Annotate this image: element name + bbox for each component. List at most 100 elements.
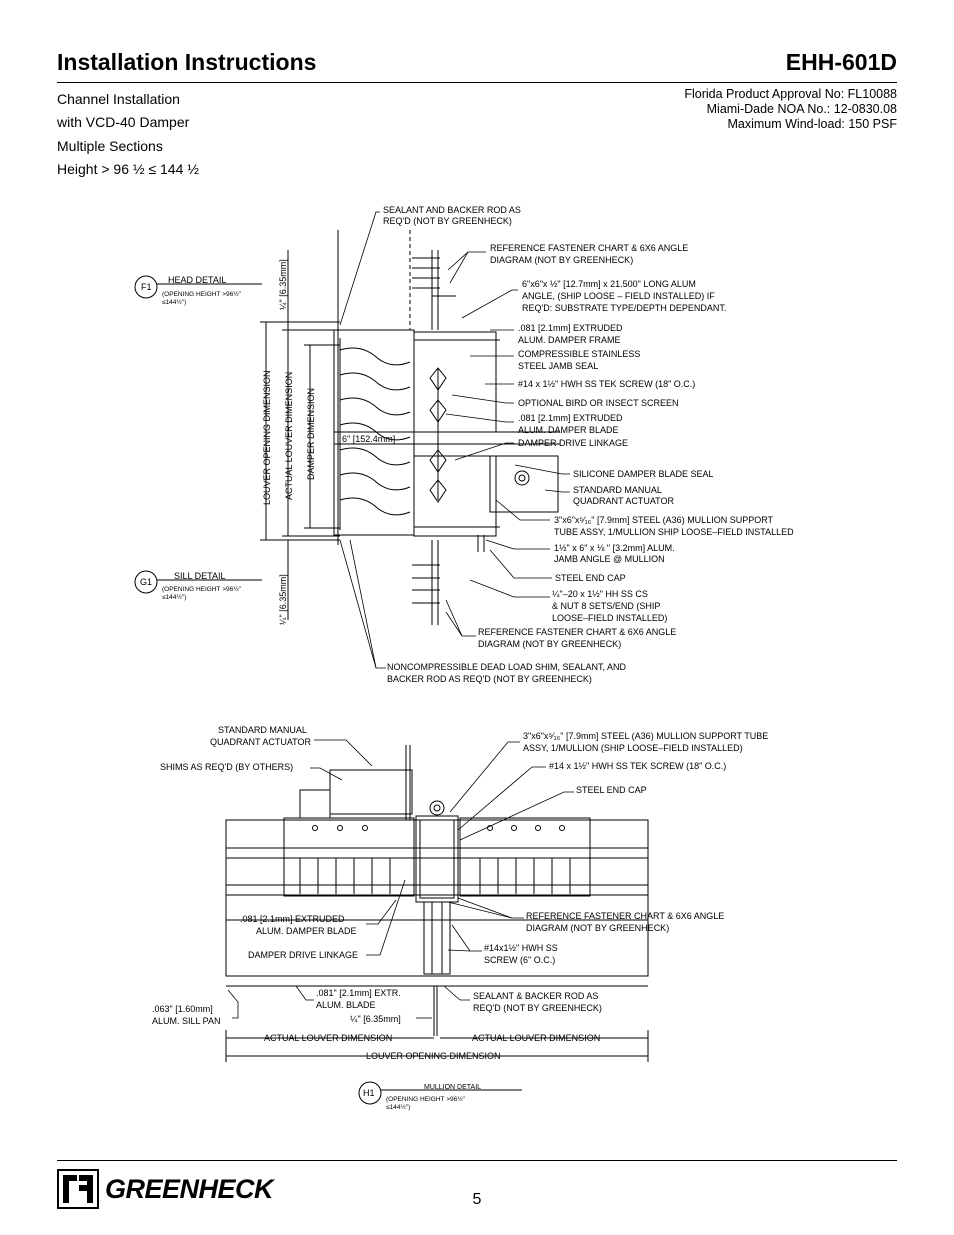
callout: DIAGRAM (NOT BY GREENHECK) bbox=[490, 255, 633, 265]
callout: REQ'D: SUBSTRATE TYPE/DEPTH DEPENDANT. bbox=[522, 303, 726, 313]
brand-name: GREENHECK bbox=[105, 1173, 274, 1204]
callout: ANGLE, (SHIP LOOSE – FIELD INSTALLED) IF bbox=[522, 291, 715, 301]
callout: REQ'D (NOT BY GREENHECK) bbox=[383, 216, 512, 226]
head-fasteners bbox=[412, 250, 456, 330]
callout: REFERENCE FASTENER CHART & 6X6 ANGLE bbox=[490, 243, 688, 253]
callout: DAMPER DRIVE LINKAGE bbox=[518, 438, 628, 448]
callout: DIAGRAM (NOT BY GREENHECK) bbox=[526, 923, 669, 933]
callout: TUBE ASSY, 1/MULLION SHIP LOOSE–FIELD IN… bbox=[554, 527, 794, 537]
subtitle-block: Channel Installation with VCD-40 Damper … bbox=[57, 88, 199, 182]
callout: .081" [2.1mm] EXTR. bbox=[316, 988, 401, 998]
dimension-text: ¼" [6.35mm] bbox=[278, 574, 288, 625]
plan-leaders bbox=[227, 739, 574, 1019]
dimension-text: LOUVER OPENING DIMENSION bbox=[366, 1051, 501, 1061]
plan-labels: STANDARD MANUAL QUADRANT ACTUATOR SHIMS … bbox=[152, 725, 768, 1111]
callout: SEALANT & BACKER ROD AS bbox=[473, 991, 598, 1001]
callout: BACKER ROD AS REQ'D (NOT BY GREENHECK) bbox=[387, 674, 592, 684]
sill-fasteners bbox=[412, 535, 485, 625]
windload: Maximum Wind-load: 150 PSF bbox=[727, 117, 897, 131]
mullion-tag-note: ≤144½") bbox=[386, 1103, 410, 1111]
callout: ALUM. BLADE bbox=[316, 1000, 376, 1010]
greenheck-mark-icon bbox=[57, 1169, 99, 1209]
approvals-block: Florida Product Approval No: FL10088 Mia… bbox=[684, 87, 897, 132]
callout: STANDARD MANUAL bbox=[573, 485, 662, 495]
subtitle-line: with VCD-40 Damper bbox=[57, 114, 190, 131]
damper-blades bbox=[429, 367, 447, 503]
callout: 6"x6"x ½" [12.7mm] x 21.500" LONG ALUM bbox=[522, 279, 696, 289]
callout: .081 [2.1mm] EXTRUDED bbox=[240, 914, 345, 924]
callout: STEEL JAMB SEAL bbox=[518, 361, 598, 371]
dimension-text: DAMPER DIMENSION bbox=[306, 388, 316, 480]
callout: .081 [2.1mm] EXTRUDED bbox=[518, 413, 623, 423]
head-tag-id: F1 bbox=[141, 282, 152, 292]
callout: SHIMS AS REQ'D (BY OTHERS) bbox=[160, 762, 293, 772]
section-drawing bbox=[134, 211, 570, 669]
callout: 3"x6"x⁵⁄₁₆" [7.9mm] STEEL (A36) MULLION … bbox=[554, 515, 774, 525]
callout: 3"x6"x⁵⁄₁₆" [7.9mm] STEEL (A36) MULLION … bbox=[523, 731, 768, 741]
plan-screws bbox=[299, 858, 571, 894]
head-tag-note: (OPENING HEIGHT >96½" bbox=[162, 290, 242, 298]
mullion-tag-note: (OPENING HEIGHT >96½" bbox=[386, 1095, 466, 1103]
callout: STANDARD MANUAL bbox=[218, 725, 307, 735]
page-number: 5 bbox=[472, 1191, 482, 1208]
callout: COMPRESSIBLE STAINLESS bbox=[518, 349, 640, 359]
callout: #14 x 1½" HWH SS TEK SCREW (18" O.C.) bbox=[518, 379, 695, 389]
callout: & NUT 8 SETS/END (SHIP bbox=[552, 601, 660, 611]
head-tag-note: ≤144½") bbox=[162, 298, 186, 306]
subtitle-line: Multiple Sections bbox=[57, 137, 163, 154]
dimension-text: ¼" [6.35mm] bbox=[278, 259, 288, 310]
callout: ALUM. DAMPER BLADE bbox=[256, 926, 357, 936]
callout: STEEL END CAP bbox=[555, 573, 626, 583]
model-number: EHH-601D bbox=[785, 49, 897, 75]
callout: DIAGRAM (NOT BY GREENHECK) bbox=[478, 639, 621, 649]
callout: JAMB ANGLE @ MULLION bbox=[554, 554, 665, 564]
dimension-text: LOUVER OPENING DIMENSION bbox=[262, 370, 272, 505]
head-tag bbox=[134, 275, 262, 299]
callout: OPTIONAL BIRD OR INSECT SCREEN bbox=[518, 398, 679, 408]
callout: SILICONE DAMPER BLADE SEAL bbox=[573, 469, 714, 479]
mullion-tag-title: MULLION DETAIL bbox=[424, 1084, 481, 1091]
dimension-text: ACTUAL LOUVER DIMENSION bbox=[264, 1033, 392, 1043]
callout: SCREW (6" O.C.) bbox=[484, 955, 555, 965]
callout: ALUM. DAMPER BLADE bbox=[518, 425, 619, 435]
sill-tag bbox=[134, 570, 262, 594]
callout: NONCOMPRESSIBLE DEAD LOAD SHIM, SEALANT,… bbox=[387, 662, 627, 672]
sill-tag-id: G1 bbox=[140, 577, 152, 587]
sill-tag-note: (OPENING HEIGHT >96½" bbox=[162, 585, 242, 593]
dimension-text: ACTUAL LOUVER DIMENSION bbox=[472, 1033, 600, 1043]
callout: LOOSE–FIELD INSTALLED) bbox=[552, 613, 667, 623]
footer-rule bbox=[57, 1160, 897, 1161]
florida-approval: Florida Product Approval No: FL10088 bbox=[684, 87, 897, 101]
callout: QUADRANT ACTUATOR bbox=[573, 496, 675, 506]
callout: ALUM. SILL PAN bbox=[152, 1016, 221, 1026]
callout: REFERENCE FASTENER CHART & 6X6 ANGLE bbox=[526, 911, 724, 921]
callout: QUADRANT ACTUATOR bbox=[210, 737, 312, 747]
page-title: Installation Instructions bbox=[57, 49, 317, 75]
callout: DAMPER DRIVE LINKAGE bbox=[248, 950, 358, 960]
section-labels: SEALANT AND BACKER ROD AS REQ'D (NOT BY … bbox=[140, 205, 794, 684]
plan-drawing bbox=[225, 739, 649, 1105]
sill-tag-title: SILL DETAIL bbox=[174, 571, 226, 581]
dimension-text: 6" [152.4mm] bbox=[342, 434, 395, 444]
callout: REQ'D (NOT BY GREENHECK) bbox=[473, 1003, 602, 1013]
callout: ¼" [6.35mm] bbox=[350, 1014, 401, 1024]
subtitle-line: Height > 96 ½ ≤ 144 ½ bbox=[57, 161, 199, 178]
callout: .063" [1.60mm] bbox=[152, 1004, 213, 1014]
dimension-text: ACTUAL LOUVER DIMENSION bbox=[284, 372, 294, 500]
mullion-tag-id: H1 bbox=[363, 1088, 375, 1098]
callout: ALUM. DAMPER FRAME bbox=[518, 335, 621, 345]
callout: .081 [2.1mm] EXTRUDED bbox=[518, 323, 623, 333]
head-tag-title: HEAD DETAIL bbox=[168, 275, 226, 285]
callout: STEEL END CAP bbox=[576, 785, 647, 795]
callout: 1½" x 6" x ⅛ " [3.2mm] ALUM. bbox=[554, 543, 675, 553]
callout: ¼"–20 x 1½" HH SS CS bbox=[552, 589, 648, 599]
callout: #14 x 1½" HWH SS TEK SCREW (18" O.C.) bbox=[549, 761, 726, 771]
miami-approval: Miami-Dade NOA No.: 12-0830.08 bbox=[706, 102, 897, 116]
callout: #14x1½" HWH SS bbox=[484, 943, 558, 953]
callout: REFERENCE FASTENER CHART & 6X6 ANGLE bbox=[478, 627, 676, 637]
callout: SEALANT AND BACKER ROD AS bbox=[383, 205, 521, 215]
section-leaders bbox=[339, 211, 570, 669]
callout: ASSY, 1/MULLION (SHIP LOOSE–FIELD INSTAL… bbox=[523, 743, 743, 753]
louver-blades bbox=[339, 347, 411, 516]
